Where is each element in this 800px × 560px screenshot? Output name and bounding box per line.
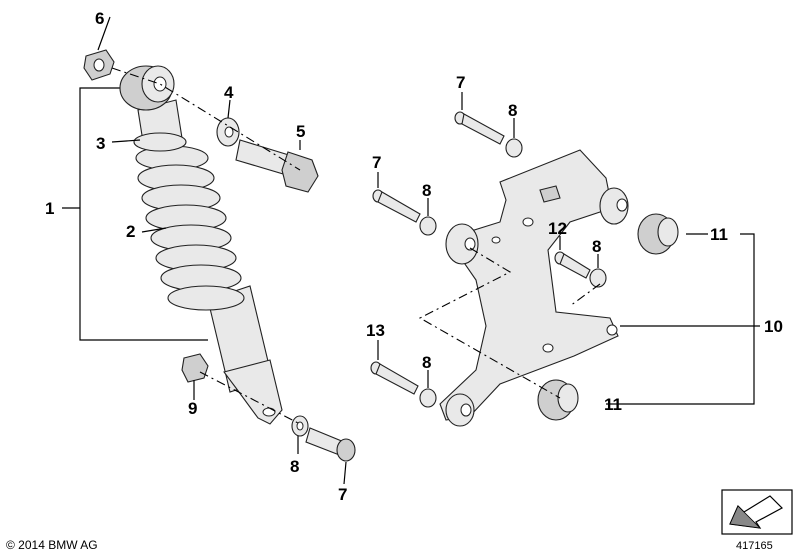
- callout-11-upper: 11: [710, 225, 728, 244]
- callout-8-lower: 8: [290, 457, 299, 476]
- washer-8-top[interactable]: [505, 138, 523, 158]
- bolt-7-top[interactable]: [454, 111, 505, 145]
- callout-7-mid: 7: [372, 153, 381, 172]
- upper-bushing: [119, 65, 175, 111]
- bolt-12[interactable]: [554, 251, 591, 279]
- callout-6: 6: [95, 9, 104, 28]
- bolt-7-lower[interactable]: [305, 427, 356, 462]
- washer-8-mid[interactable]: [419, 216, 437, 236]
- bushing-11-upper[interactable]: [637, 213, 679, 255]
- nut-6[interactable]: [83, 49, 115, 81]
- callout-8-bottom: 8: [422, 353, 431, 372]
- callout-7-top: 7: [456, 73, 465, 92]
- callout-13: 13: [366, 321, 385, 340]
- washer-8-lower[interactable]: [291, 415, 309, 437]
- bolt-7-mid[interactable]: [372, 189, 421, 223]
- arrow-box-icon: [721, 489, 793, 535]
- shock-absorber[interactable]: [62, 65, 283, 425]
- callout-12: 12: [548, 219, 567, 238]
- callout-2: 2: [126, 222, 135, 241]
- copyright-text: © 2014 BMW AG: [6, 538, 98, 552]
- callout-9: 9: [188, 399, 197, 418]
- callout-1: 1: [45, 199, 54, 218]
- nut-9[interactable]: [181, 353, 209, 383]
- callout-5: 5: [296, 122, 305, 141]
- spring: [135, 145, 245, 311]
- callout-3: 3: [96, 134, 105, 153]
- bolt-13[interactable]: [370, 361, 419, 395]
- bushing-11-lower[interactable]: [537, 379, 579, 421]
- callout-4: 4: [224, 83, 234, 102]
- washer-8-right[interactable]: [589, 268, 607, 288]
- bolt-5[interactable]: [235, 139, 319, 193]
- washer-8-bottom[interactable]: [419, 388, 437, 408]
- callout-7-lower: 7: [338, 485, 347, 504]
- rocker-arm[interactable]: [439, 149, 629, 427]
- callout-10: 10: [764, 317, 783, 336]
- callout-8-mid: 8: [422, 181, 431, 200]
- washer-4[interactable]: [216, 117, 240, 147]
- callout-11-lower: 11: [604, 395, 622, 414]
- callout-8-right: 8: [592, 237, 601, 256]
- document-number: 417165: [736, 540, 773, 552]
- callout-8-top: 8: [508, 101, 517, 120]
